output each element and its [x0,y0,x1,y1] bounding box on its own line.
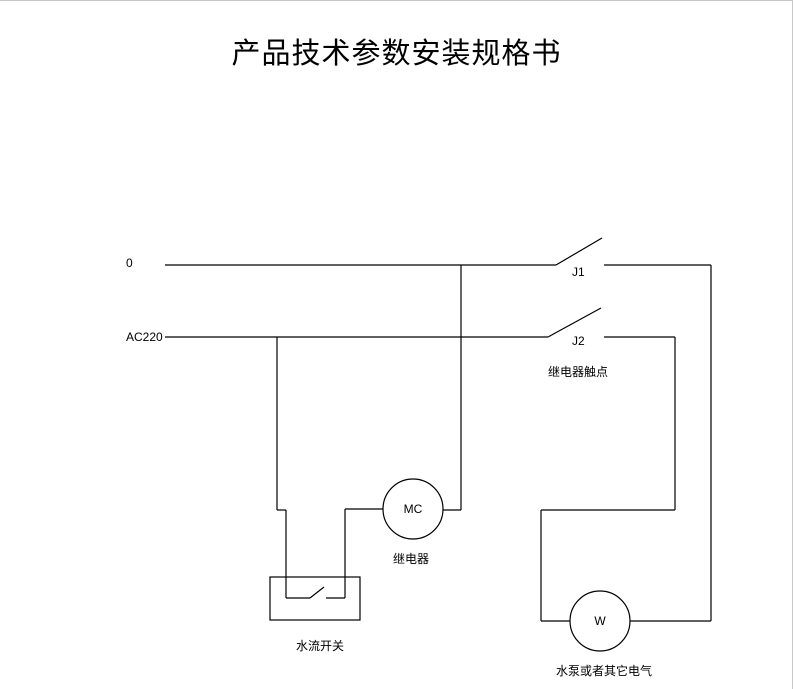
neutral-line-label: 0 [126,256,133,270]
j1-label: J1 [572,265,585,279]
relay-symbol: MC [404,502,423,516]
j1-switch-blade [555,237,603,266]
j2-switch-blade [547,307,602,338]
relay-coil-circle [382,478,444,540]
load-symbol: W [594,614,606,628]
load-label: 水泵或者其它电气 [556,663,652,678]
live-line-label: AC220 [126,330,163,344]
flow-switch-box [269,576,361,621]
flow-switch-blade [309,586,325,599]
page-border-top [0,0,793,1]
document-title: 产品技术参数安装规格书 [231,36,562,70]
j2-label: J2 [572,334,585,348]
relay-label: 继电器 [393,552,429,566]
load-circle [569,590,631,652]
flow-switch-label: 水流开关 [296,639,344,653]
relay-contacts-label: 继电器触点 [548,365,608,379]
